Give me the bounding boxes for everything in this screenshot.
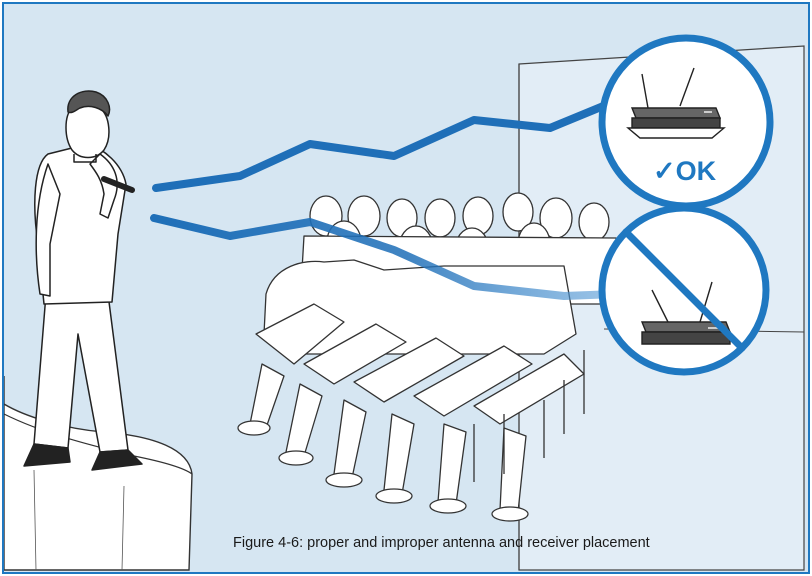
check-mark-icon: ✓ <box>653 156 676 186</box>
illustration <box>4 34 805 571</box>
receiver-icon-improper <box>640 281 732 345</box>
ok-text: OK <box>675 156 717 186</box>
speaker-figure <box>23 90 143 471</box>
receiver-icon-proper <box>626 67 726 139</box>
ok-badge-label: ✓OK <box>653 156 716 187</box>
figure-caption: Figure 4-6: proper and improper antenna … <box>233 535 650 551</box>
prohibited-circle-icon <box>598 204 770 376</box>
